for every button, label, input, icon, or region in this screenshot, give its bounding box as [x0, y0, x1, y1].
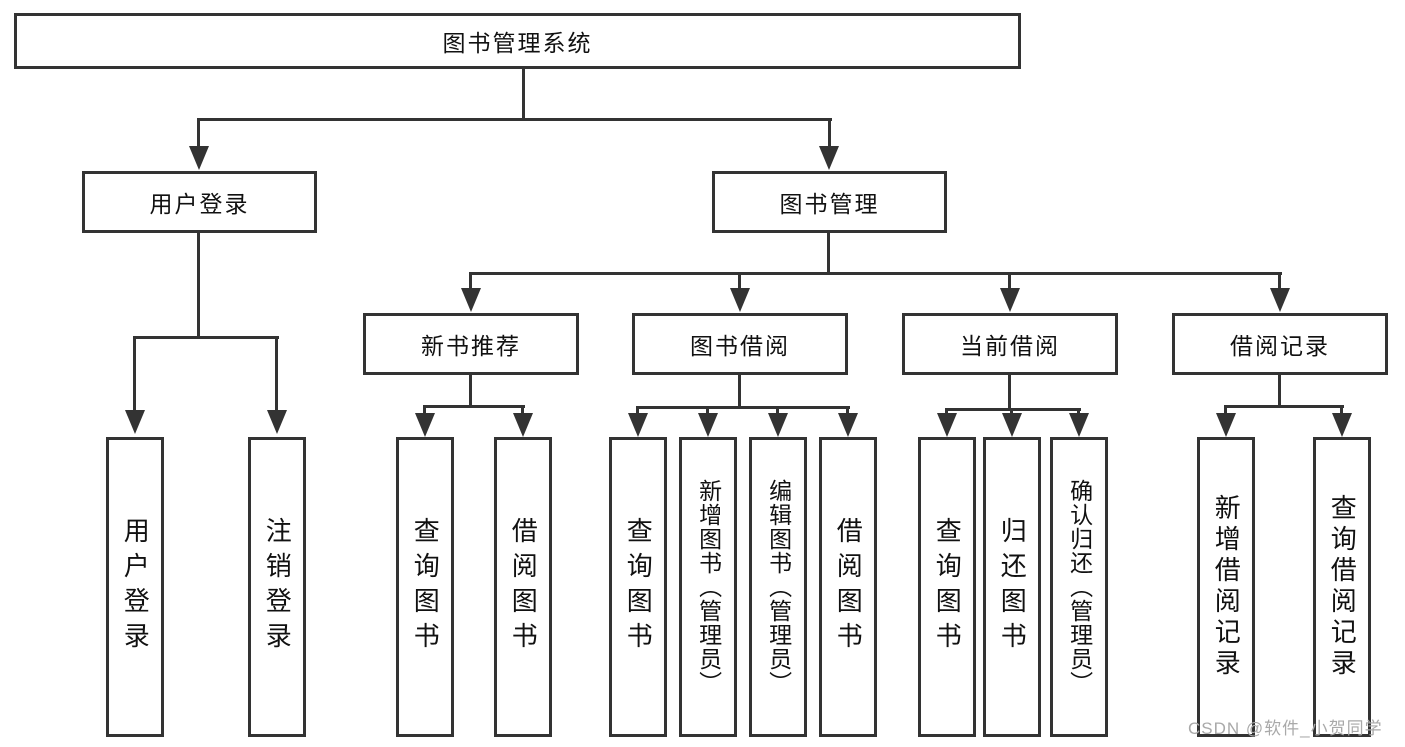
arrowhead-down-icon [1270, 288, 1290, 312]
connector-bar [424, 405, 525, 408]
node-book-borrow: 图书借阅 [632, 313, 848, 375]
arrowhead-down-icon [937, 413, 957, 437]
node-book-management-branch: 图书管理 [712, 171, 947, 233]
node-user-login-branch: 用户登录 [82, 171, 317, 233]
arrowhead-down-icon [1002, 413, 1022, 437]
arrowhead-down-icon [819, 146, 839, 170]
leaf-add-books-admin: 新增图书（管理员） [679, 437, 737, 737]
arrowhead-down-icon [1216, 413, 1236, 437]
leaf-label: 借阅图书 [508, 517, 539, 657]
connector-drop [1008, 272, 1011, 290]
leaf-query-books-current: 查询图书 [918, 437, 976, 737]
watermark: CSDN @软件_小贺同学 [1188, 719, 1383, 738]
connector-drop [636, 406, 639, 415]
connector-bar [946, 408, 1081, 411]
connector-drop [828, 118, 831, 148]
arrowhead-down-icon [1332, 413, 1352, 437]
leaf-edit-books-admin: 编辑图书（管理员） [749, 437, 807, 737]
leaf-label: 查询图书 [410, 517, 441, 657]
leaf-return-books: 归还图书 [983, 437, 1041, 737]
connector-bar [637, 406, 850, 409]
node-root: 图书管理系统 [14, 13, 1021, 69]
connector-stem [738, 375, 741, 406]
leaf-add-borrow-record: 新增借阅记录 [1197, 437, 1255, 737]
connector-drop [706, 406, 709, 415]
arrowhead-down-icon [698, 413, 718, 437]
arrowhead-down-icon [267, 410, 287, 434]
connector-drop [738, 272, 741, 290]
connector-bar [1225, 405, 1344, 408]
connector-drop [423, 405, 426, 415]
arrowhead-down-icon [189, 146, 209, 170]
connector-drop [945, 408, 948, 415]
leaf-borrow-books: 借阅图书 [819, 437, 877, 737]
connector-stem [197, 233, 200, 336]
arrowhead-down-icon [461, 288, 481, 312]
connector-stem [827, 233, 830, 272]
leaf-query-books-borrow: 查询图书 [609, 437, 667, 737]
arrowhead-down-icon [838, 413, 858, 437]
connector-drop [133, 336, 136, 412]
arrowhead-down-icon [415, 413, 435, 437]
arrowhead-down-icon [1000, 288, 1020, 312]
arrowhead-down-icon [768, 413, 788, 437]
connector-stem [469, 375, 472, 405]
node-current-borrow: 当前借阅 [902, 313, 1118, 375]
leaf-label: 查询借阅记录 [1327, 494, 1358, 680]
node-borrow-records: 借阅记录 [1172, 313, 1388, 375]
connector-root-stem [522, 69, 525, 118]
connector-drop [197, 118, 200, 148]
connector-level2-bar [197, 118, 832, 121]
connector-stem [1008, 375, 1011, 408]
connector-drop [521, 405, 524, 415]
leaf-label: 新增图书（管理员） [695, 479, 722, 695]
connector-drop [1340, 405, 1343, 415]
node-new-book-recommend: 新书推荐 [363, 313, 579, 375]
connector-drop [1224, 405, 1227, 415]
leaf-label: 确认归还（管理员） [1066, 479, 1093, 695]
leaf-label: 查询图书 [932, 517, 963, 657]
leaf-query-books-recommend: 查询图书 [396, 437, 454, 737]
connector-drop [776, 406, 779, 415]
connector-drop [846, 406, 849, 415]
connector-bar [134, 336, 279, 339]
leaf-label: 注销登录 [262, 517, 293, 657]
arrowhead-down-icon [730, 288, 750, 312]
leaf-label: 用户登录 [120, 517, 151, 657]
connector-drop [1077, 408, 1080, 415]
arrowhead-down-icon [1069, 413, 1089, 437]
leaf-label: 新增借阅记录 [1211, 494, 1242, 680]
leaf-user-login: 用户登录 [106, 437, 164, 737]
connector-drop [469, 272, 472, 290]
leaf-label: 查询图书 [623, 517, 654, 657]
connector-level3-bar [469, 272, 1282, 275]
leaf-label: 借阅图书 [833, 517, 864, 657]
leaf-borrow-books-recommend: 借阅图书 [494, 437, 552, 737]
leaf-query-borrow-record: 查询借阅记录 [1313, 437, 1371, 737]
leaf-logout: 注销登录 [248, 437, 306, 737]
arrowhead-down-icon [513, 413, 533, 437]
leaf-label: 编辑图书（管理员） [765, 479, 792, 695]
connector-drop [1010, 408, 1013, 415]
connector-stem [1278, 375, 1281, 405]
connector-drop [1278, 272, 1281, 290]
arrowhead-down-icon [125, 410, 145, 434]
leaf-label: 归还图书 [997, 517, 1028, 657]
leaf-confirm-return-admin: 确认归还（管理员） [1050, 437, 1108, 737]
connector-drop [275, 336, 278, 412]
arrowhead-down-icon [628, 413, 648, 437]
